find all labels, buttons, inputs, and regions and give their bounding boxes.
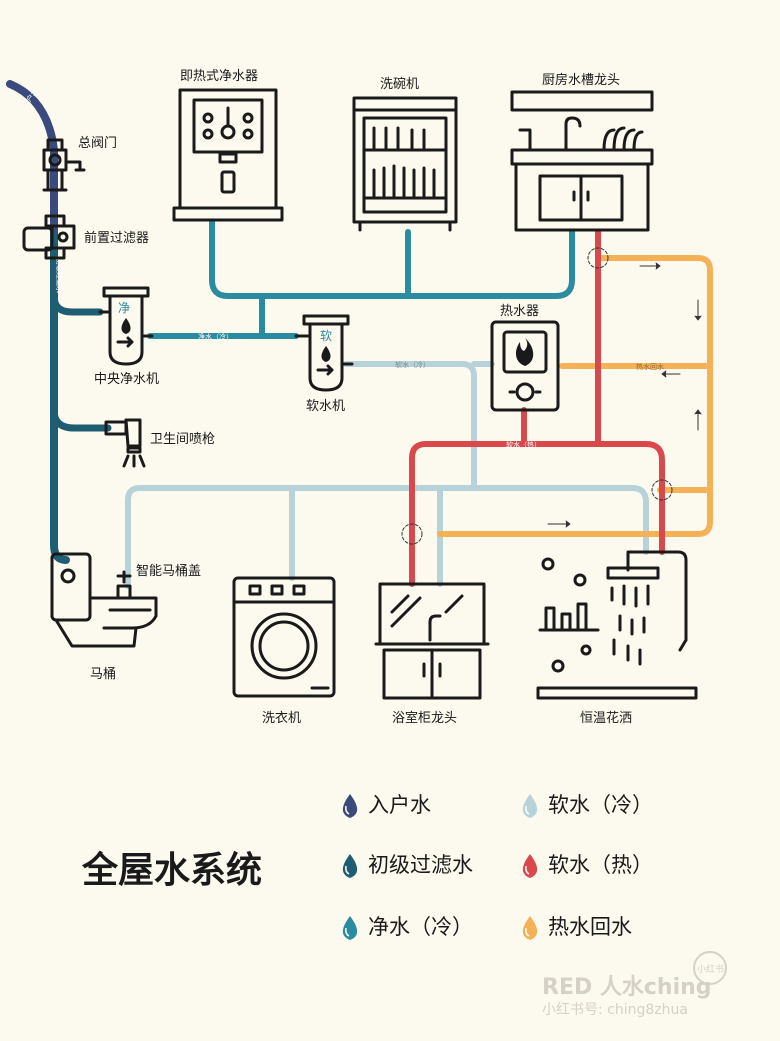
purifier-glyph: 净 [118,301,130,315]
legend-drop-highlight [525,865,530,875]
watermark-line2: 小红书号: ching8zhua [542,1002,688,1018]
legend-drop-highlight [345,865,350,875]
crossing-marker [651,479,673,501]
legend: 入户水 软水（冷） 初级过滤水 软水（热） 净水（冷） 热水回水 [342,793,653,940]
legend-drop-icon [342,794,358,818]
pipe-soft-header [125,485,649,589]
diagram-title: 全屋水系统 [81,849,262,891]
pipe-label-pure-cold: 净水（冷） [198,332,233,341]
legend-drop-icon [522,854,538,878]
central-purifier-label: 中央净水机 [94,372,159,387]
toilet-label: 马桶 [90,667,116,682]
pipe-label-soft-hot: 软水（热） [506,440,541,449]
pre-filter-icon [22,214,76,260]
pipe-soft-out [343,361,477,491]
pipe-label-primary: 初级过滤水 [55,258,64,293]
pipe-inlet [6,80,58,240]
legend-label: 入户水 [368,793,431,817]
central-purifier-icon: 净 [98,286,154,366]
pipe-recirc [437,255,713,537]
legend-drop-icon [342,854,358,878]
bath-cabinet-faucet-label: 浴室柜龙头 [392,710,457,726]
legend-drop-icon [522,794,538,818]
smart-seat-icon [116,570,132,584]
legend-drop-highlight [525,805,530,815]
legend-drop-highlight [345,805,350,815]
pipe-label-soft-cold: 软水（冷） [395,360,430,369]
shower-label: 恒温花洒 [580,710,632,726]
pipe-hot-header [409,441,665,587]
main-valve-label: 总阀门 [78,136,117,151]
washing-machine-label: 洗衣机 [262,710,301,726]
crossing-marker [587,247,609,269]
washing-machine-icon [232,576,336,698]
bidet-gun-label: 卫生间喷枪 [150,431,215,447]
kitchen-faucet-label: 厨房水槽龙头 [542,72,620,88]
legend-label: 软水（冷） [548,793,653,817]
bidet-gun-icon [104,418,146,468]
water-heater-label: 热水器 [500,304,539,319]
watermark-badge: 小红书 [697,963,724,975]
softener-icon: 软 [294,314,354,392]
shower-icon [536,550,698,700]
instant-purifier-icon [172,88,284,222]
legend-label: 净水（冷） [368,915,473,939]
kitchen-faucet-icon [510,90,654,232]
dishwasher-label: 洗碗机 [380,76,419,92]
pipe-primary-to-gun [50,406,112,432]
legend-drop-highlight [525,927,530,937]
pre-filter-label: 前置过滤器 [84,230,149,246]
smart-seat-label: 智能马桶盖 [136,564,201,579]
pipe-pure-header [209,219,575,299]
watermark: 小红书 RED 人水ching 小红书号: ching8zhua [542,951,727,1018]
bath-cabinet-icon [374,582,490,700]
instant-purifier-label: 即热式净水器 [180,69,258,84]
main-valve-icon [42,138,86,192]
legend-drop-highlight [345,927,350,937]
legend-label: 初级过滤水 [368,853,473,877]
flow-arrows [547,262,702,528]
legend-drop-icon [342,916,358,940]
watermark-line1: RED 人水ching [542,975,712,1000]
dishwasher-icon [352,96,458,232]
pipe-primary-to-purifier [50,292,104,316]
crossing-marker [401,523,423,545]
legend-label: 热水回水 [548,915,632,939]
water-heater-icon [490,320,560,412]
softener-label: 软水机 [306,399,345,414]
legend-label: 软水（热） [548,853,653,877]
pipe-label-recirc: 热水回水 [636,362,664,371]
softener-glyph: 软 [320,329,332,343]
legend-drop-icon [522,916,538,940]
pipes: 入户水 初级过滤水 净水（冷） 软水（冷） 软水（热） 热水回水 [6,80,713,589]
toilet-icon [50,552,158,648]
